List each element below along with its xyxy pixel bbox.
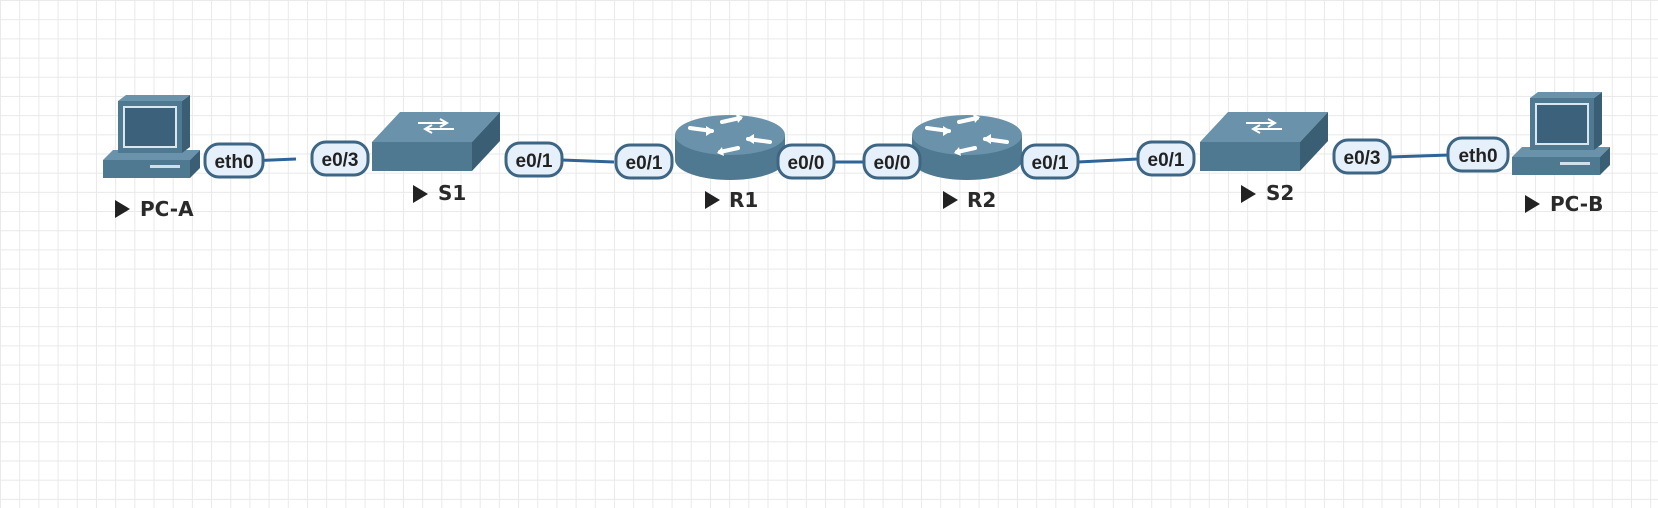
play-triangle-icon[interactable] [1525,195,1540,213]
interface-label-s2-e0-1[interactable]: e0/1 [1136,140,1196,177]
router-icon [912,114,1022,180]
svg-text:eth0: eth0 [1458,146,1497,167]
svg-text:e0/1: e0/1 [1148,150,1185,171]
switch-icon [372,112,500,171]
play-triangle-icon[interactable] [1241,185,1256,203]
node-label-pc-a: PC-A [140,197,194,221]
node-label-s2: S2 [1266,181,1294,205]
router-icon [675,114,785,180]
interface-label-s1-e0-3[interactable]: e0/3 [310,140,370,177]
node-r1[interactable]: R1 [675,114,785,212]
node-label-r2: R2 [967,188,996,212]
svg-text:e0/3: e0/3 [1344,148,1381,169]
switch-icon [1200,112,1328,171]
svg-text:e0/3: e0/3 [322,150,359,171]
node-pc-a[interactable]: PC-A [103,95,200,221]
desktop-computer-icon [103,95,200,178]
desktop-computer-icon [1512,92,1610,175]
node-s1[interactable]: S1 [372,112,500,205]
link-s1-r1[interactable] [561,158,615,164]
play-triangle-icon[interactable] [115,200,130,218]
interface-label-r2-e0-1[interactable]: e0/1 [1020,143,1080,180]
play-triangle-icon[interactable] [413,185,428,203]
interface-label-s1-e0-1[interactable]: e0/1 [504,141,564,178]
interface-label-r1-e0-0[interactable]: e0/0 [776,143,836,180]
interface-label-pc-b-eth0[interactable]: eth0 [1446,136,1510,173]
interface-label-r2-e0-0[interactable]: e0/0 [862,143,922,180]
svg-text:e0/0: e0/0 [874,153,911,174]
node-label-pc-b: PC-B [1550,192,1603,216]
node-label-r1: R1 [729,188,758,212]
link-r2-s2[interactable] [1077,157,1139,164]
node-label-s1: S1 [438,181,466,205]
node-r2[interactable]: R2 [912,114,1022,212]
interface-labels-layer: eth0 e0/3 e0/1 e0/1 e0/0 e0/0 e0/1 e0/1 [203,136,1510,180]
node-pc-b[interactable]: PC-B [1512,92,1610,216]
svg-text:eth0: eth0 [214,152,253,173]
play-triangle-icon[interactable] [705,191,720,209]
svg-text:e0/1: e0/1 [626,153,663,174]
interface-label-r1-e0-1[interactable]: e0/1 [614,143,674,180]
svg-text:e0/1: e0/1 [516,151,553,172]
play-triangle-icon[interactable] [943,191,958,209]
interface-label-pc-a-eth0[interactable]: eth0 [203,142,265,179]
svg-text:e0/0: e0/0 [788,153,825,174]
node-s2[interactable]: S2 [1200,112,1328,205]
interface-label-s2-e0-3[interactable]: e0/3 [1332,138,1392,175]
svg-text:e0/1: e0/1 [1032,153,1069,174]
